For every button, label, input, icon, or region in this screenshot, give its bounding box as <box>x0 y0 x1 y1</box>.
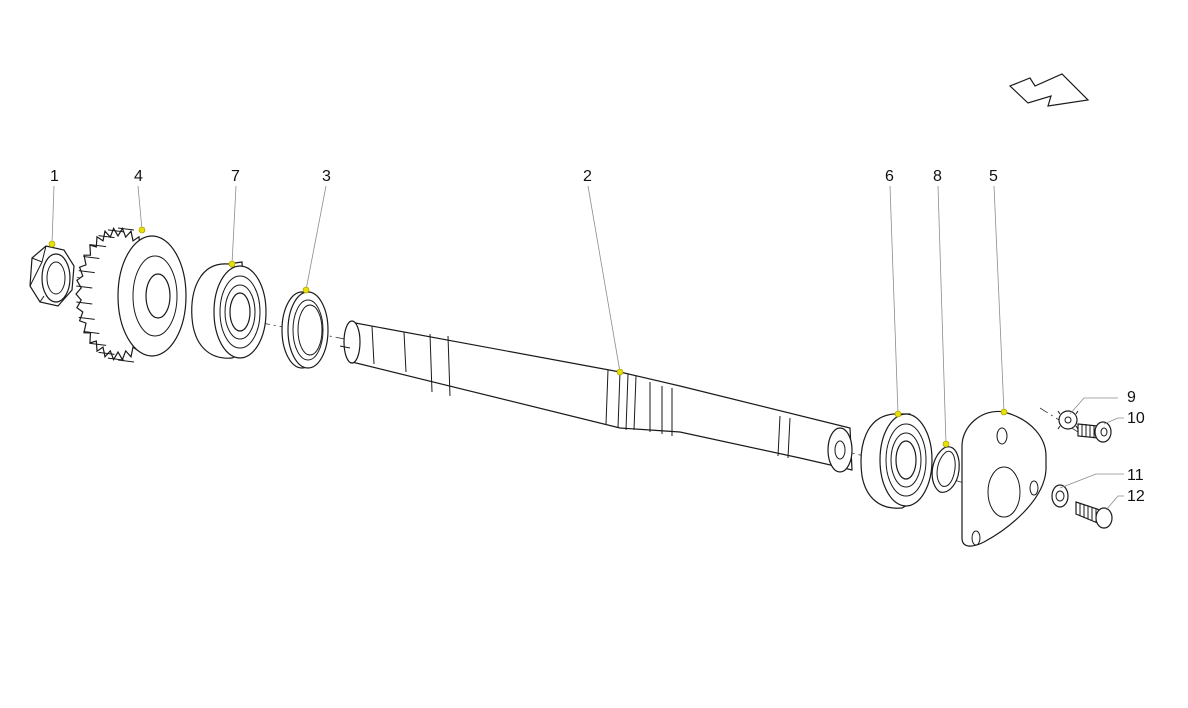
callout-screw-upper: 10 <box>1127 410 1145 427</box>
seal-ring <box>281 291 329 369</box>
nut <box>29 245 75 307</box>
shaft <box>339 320 853 473</box>
callout-bearing-left: 7 <box>231 168 240 185</box>
callout-washer: 11 <box>1127 467 1144 484</box>
callout-gear: 4 <box>134 168 143 185</box>
lock-washer <box>1057 410 1079 430</box>
marker-dots <box>48 226 1008 448</box>
callout-cover-plate: 5 <box>989 168 998 185</box>
callout-bearing-right: 6 <box>885 168 894 185</box>
leader-lines <box>51 185 1124 511</box>
callout-labels: 1 4 7 3 2 6 8 5 9 10 11 12 <box>50 168 1145 505</box>
callout-nut: 1 <box>50 168 59 185</box>
callout-snap-ring: 8 <box>933 168 942 185</box>
callout-seal: 3 <box>322 168 331 185</box>
callout-shaft: 2 <box>583 168 592 185</box>
cover-plate <box>961 410 1047 547</box>
gear <box>75 227 187 363</box>
callout-lock-washer: 9 <box>1127 389 1136 406</box>
screw-lower <box>1075 501 1113 529</box>
screw-upper <box>1077 421 1112 443</box>
bearing-right <box>860 413 933 509</box>
snap-ring <box>931 446 960 493</box>
direction-arrow-icon <box>1008 73 1090 107</box>
washer <box>1051 484 1069 508</box>
callout-screw-lower: 12 <box>1127 488 1145 505</box>
bearing-left <box>191 261 267 359</box>
